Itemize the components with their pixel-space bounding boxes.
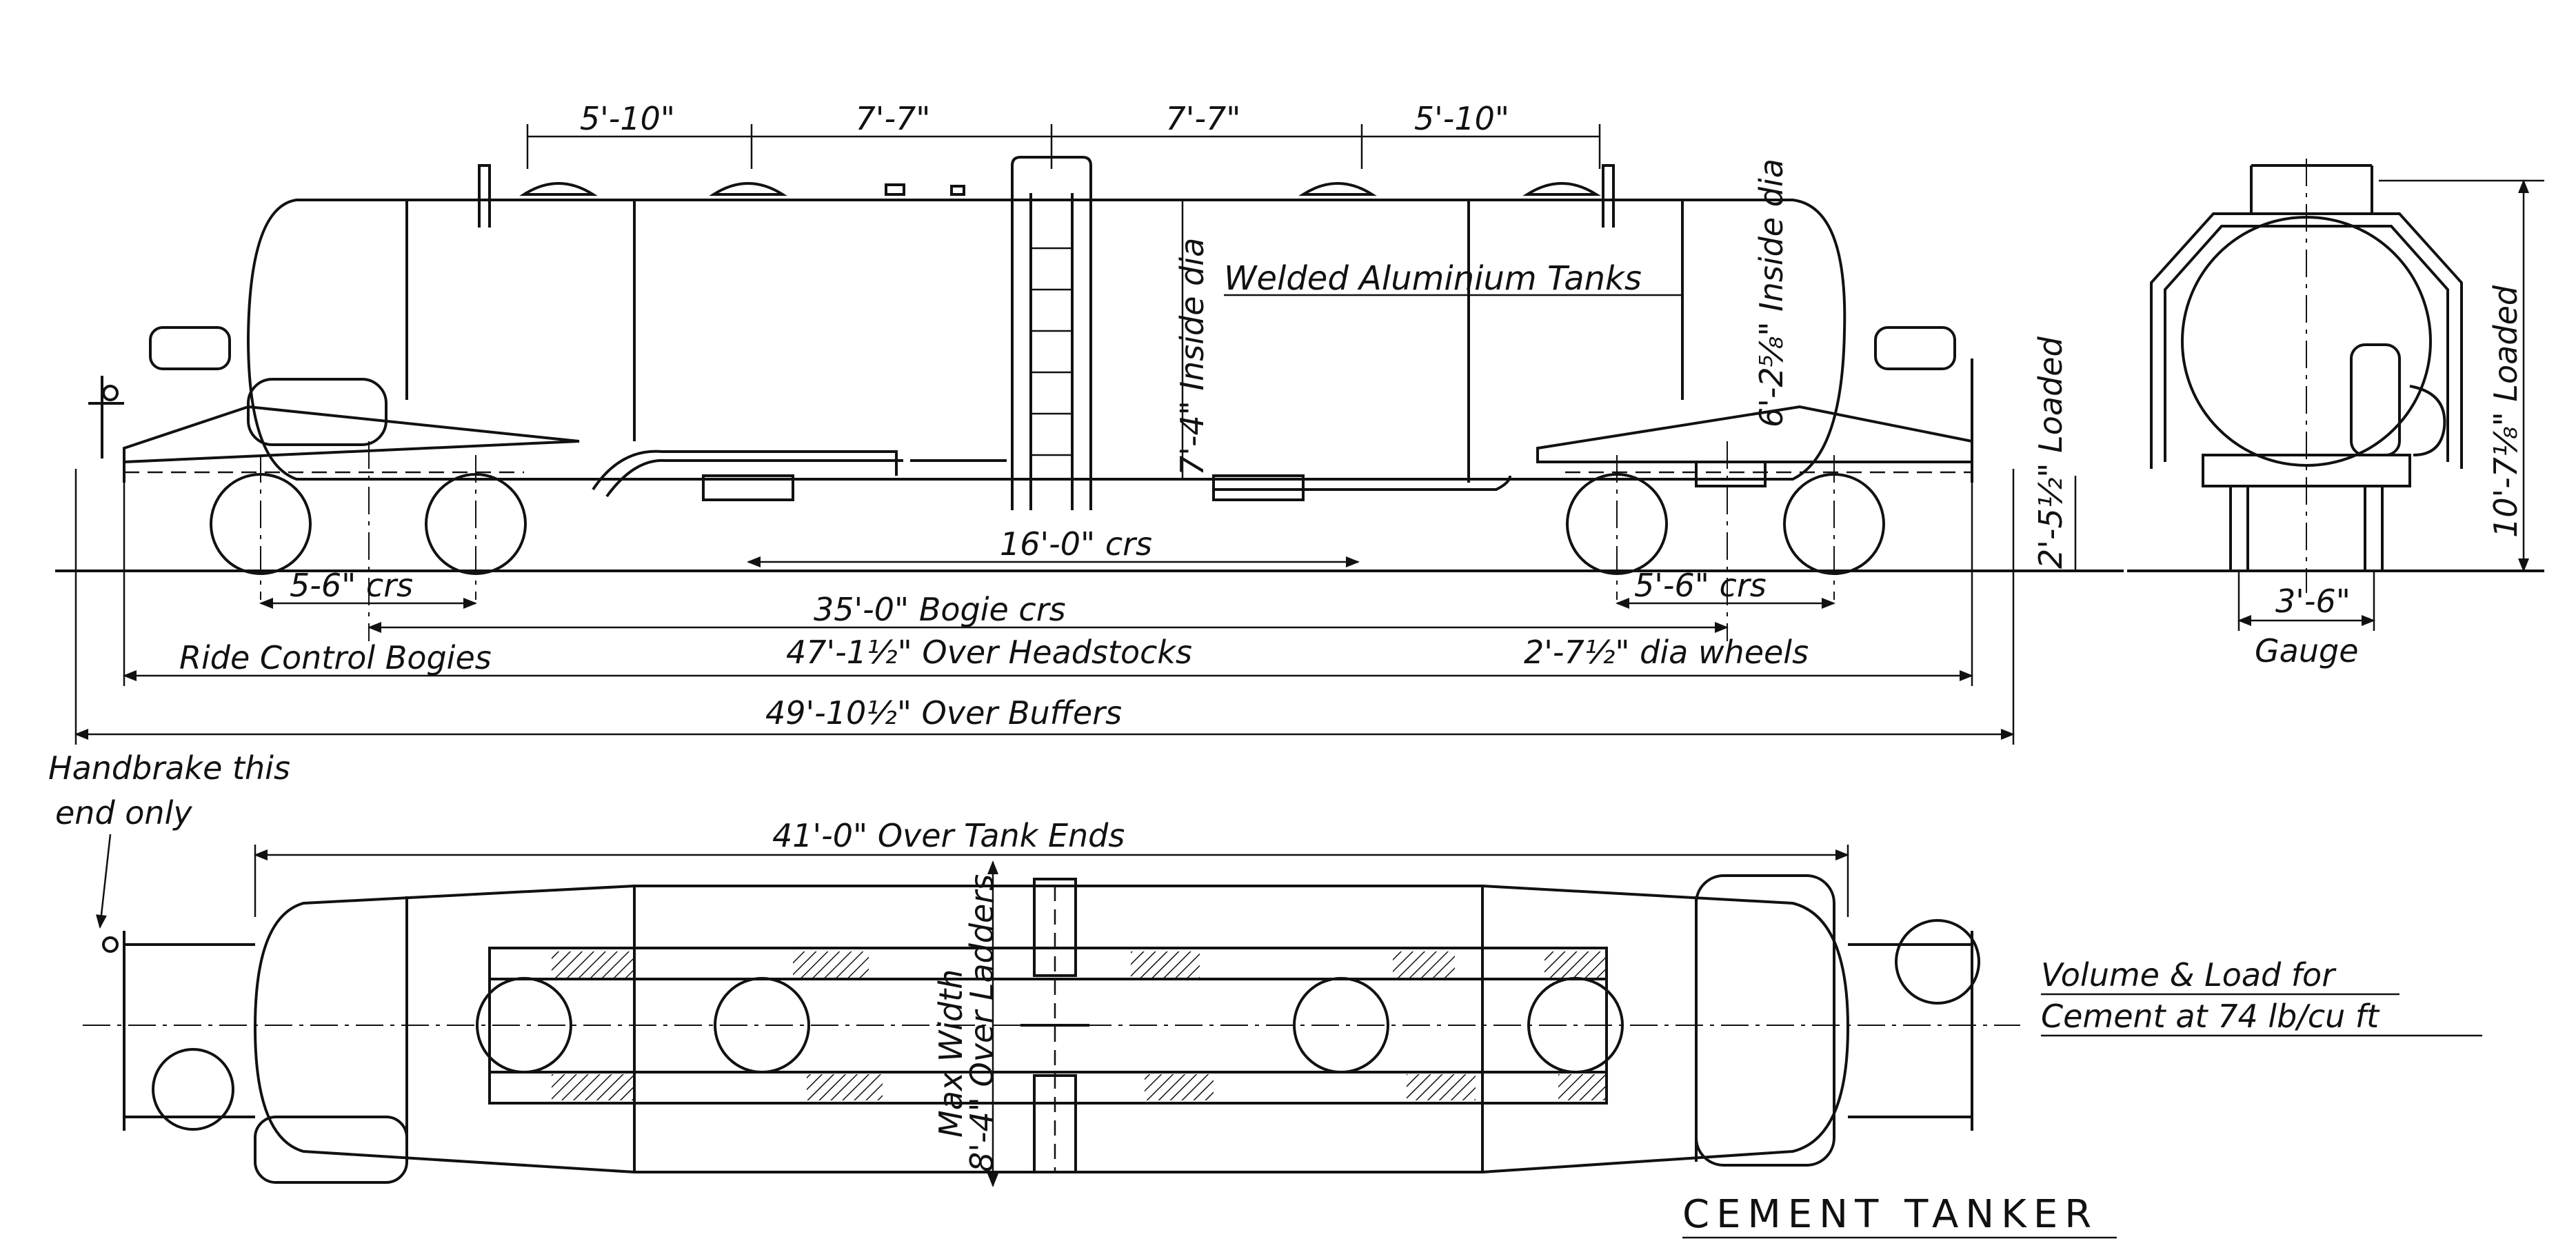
ladder-plan-top <box>1033 878 1077 977</box>
end-platform-right <box>1695 874 1835 1167</box>
plan-view: 41'-0" Over Tank Ends <box>83 817 2020 1187</box>
hatch-spacing-dims: 5'-10" 7'-7" 7'-7" 5'-10" <box>526 100 1601 169</box>
hatch-cover-plan <box>1293 977 1389 1073</box>
bogie-centres-dim: 35'-0" Bogie crs <box>814 591 1066 628</box>
buffer-height-dim: 2'-5½" Loaded <box>2032 336 2069 569</box>
max-width-dim: 8'-4" Over Ladders <box>963 874 1000 1172</box>
end-handrail <box>1602 164 1615 228</box>
dim-hatch-4: 5'-10" <box>1414 100 1509 137</box>
wheel-dia-label: 2'-7½" dia wheels <box>1524 634 1809 671</box>
tank-barrel <box>246 199 1847 481</box>
handbrake-note-line1: Handbrake this <box>48 749 290 787</box>
bogie-wheelbase-right: 5'-6" crs <box>1634 567 1767 604</box>
bogie-wheelbase-left: 5-6" crs <box>290 567 413 604</box>
bogie-type-label: Ride Control Bogies <box>179 639 492 676</box>
hatch-cover-plan <box>476 977 572 1073</box>
overall-height-dim: 10'-7⅛" Loaded <box>2487 285 2524 538</box>
bogie-wheels <box>210 441 1885 641</box>
central-ladder <box>1011 156 1092 510</box>
dim-hatch-2: 7'-7" <box>856 100 931 137</box>
gauge-value: 3'-6" <box>2275 583 2351 620</box>
end-handrail <box>478 164 491 228</box>
underframe-right <box>1536 326 1973 487</box>
dim-hatch-1: 5'-10" <box>580 100 675 137</box>
over-headstocks-dim: 47'-1½" Over Headstocks <box>786 634 1192 671</box>
discharge-pipework <box>592 450 1511 501</box>
handbrake-note-line2: end only <box>55 794 192 831</box>
over-tank-ends-dim: 41'-0" Over Tank Ends <box>772 817 1125 854</box>
tank-material-note: Welded Aluminium Tanks <box>1224 259 1642 298</box>
hatch-cover-plan <box>714 977 810 1073</box>
outlet-crs-dim: 16'-0" crs <box>1000 525 1152 563</box>
underframe-left <box>88 326 580 483</box>
handbrake-wheel <box>102 385 119 401</box>
over-buffers-dim: 49'-10½" Over Buffers <box>765 694 1122 732</box>
handbrake-wheel-plan <box>102 936 119 953</box>
center-diameter-dim: 7'-4" Inside dia <box>1174 238 1211 476</box>
volume-note-line2: Cement at 74 lb/cu ft <box>2041 998 2380 1035</box>
side-elevation: 5'-10" 7'-7" 7'-7" 5'-10" Welded Alumini… <box>55 100 2124 745</box>
volume-note-line1: Volume & Load for <box>2041 956 2337 994</box>
walkway-treads <box>552 951 1607 1100</box>
brake-cylinder-plan <box>152 1048 234 1131</box>
gauge-label: Gauge <box>2255 632 2359 669</box>
tank-plan-outline <box>253 885 1850 1173</box>
end-view: 10'-7⅛" Loaded 3'-6" Gauge <box>2127 159 2544 669</box>
air-reservoir <box>247 378 388 446</box>
end-diameter-dim: 6'-2⅝" Inside dia <box>1753 159 1790 427</box>
hatch-covers <box>519 182 1601 196</box>
drawing-title: CEMENT TANKER <box>1682 1192 2098 1237</box>
max-width-label: Max Width <box>932 969 969 1138</box>
side-dimension-lines: 16'-0" crs 5-6" crs 5'-6" crs 35'-0" Bog… <box>74 469 2015 745</box>
dim-hatch-3: 7'-7" <box>1166 100 1241 137</box>
brake-cylinder-plan <box>1895 919 1980 1005</box>
